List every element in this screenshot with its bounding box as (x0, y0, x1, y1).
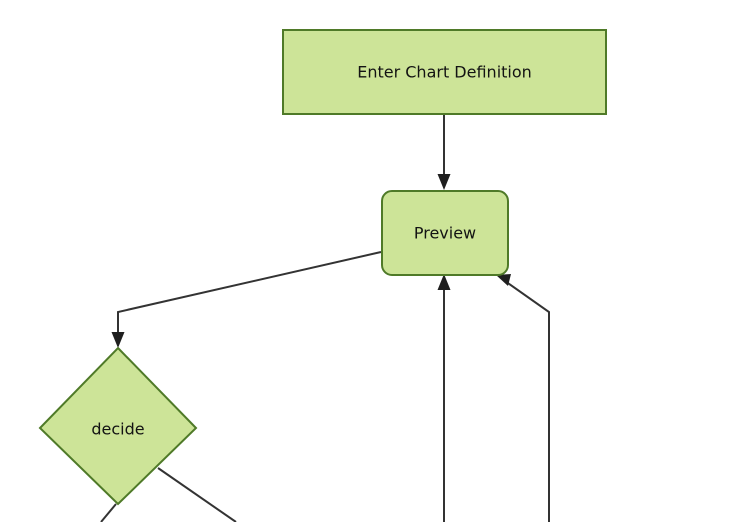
edge-decide-bottom-left[interactable] (100, 503, 117, 522)
node-shape-diamond (38, 346, 198, 506)
node-preview[interactable]: Preview (381, 190, 509, 276)
edge-line (504, 280, 550, 522)
node-label-preview: Preview (414, 224, 476, 243)
node-label-enter-chart-definition: Enter Chart Definition (357, 63, 532, 82)
edge-bottom-right-to-preview[interactable] (496, 274, 550, 522)
edge-preview-to-decide[interactable] (111, 251, 382, 348)
arrow-head-icon (437, 274, 451, 290)
edge-bottom-center-to-preview[interactable] (437, 274, 451, 522)
arrow-head-icon (437, 174, 451, 190)
edge-line (100, 503, 117, 522)
node-decide[interactable]: decide (38, 346, 198, 506)
edge-enter-to-preview[interactable] (437, 115, 451, 190)
node-shape-rectangle (282, 29, 607, 115)
node-shape-rounded-rectangle (381, 190, 509, 276)
arrow-head-icon (111, 332, 125, 348)
edge-line (157, 467, 237, 522)
arrow-head-icon (496, 274, 511, 286)
edge-decide-bottom-right[interactable] (157, 467, 237, 522)
node-label-decide: decide (91, 420, 144, 439)
edge-line (117, 251, 382, 334)
node-enter-chart-definition[interactable]: Enter Chart Definition (282, 29, 607, 115)
